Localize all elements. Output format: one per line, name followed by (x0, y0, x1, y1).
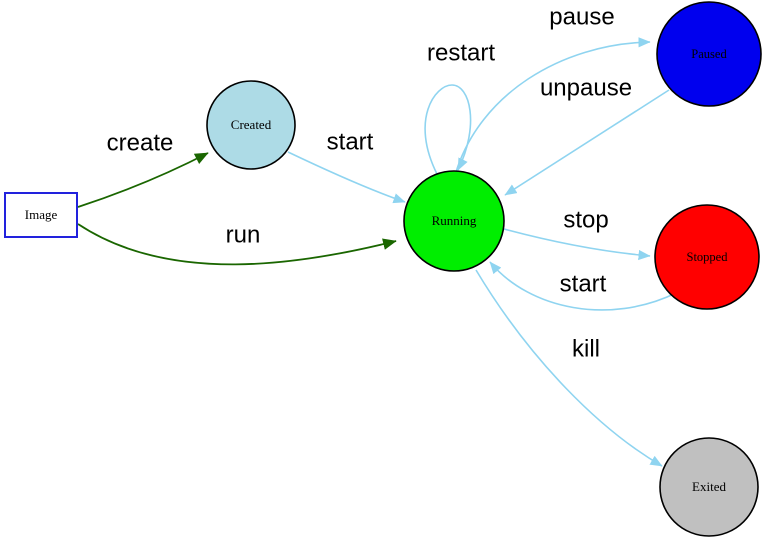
edge-restart (424, 84, 472, 175)
edges-layer (77, 37, 677, 467)
node-shape-stopped (654, 204, 760, 310)
edge-label-pause: pause (549, 3, 614, 30)
edge-label-start-created: start (327, 128, 374, 155)
edge-stop (503, 228, 651, 261)
node-image[interactable]: Image (4, 192, 78, 238)
node-running[interactable]: Running (403, 170, 505, 272)
edge-create (77, 152, 209, 208)
node-shape-created (206, 80, 296, 170)
node-label-running: Running (432, 213, 477, 228)
edge-label-restart: restart (427, 39, 495, 66)
node-paused[interactable]: Paused (656, 1, 762, 107)
edge-label-create: create (107, 129, 174, 156)
node-stopped[interactable]: Stopped (654, 204, 760, 310)
node-label-paused: Paused (691, 47, 727, 61)
node-shape-exited (659, 437, 759, 537)
edge-start-created (287, 151, 406, 204)
node-shape-running (403, 170, 505, 272)
node-created[interactable]: Created (206, 80, 296, 170)
node-label-created: Created (231, 117, 272, 132)
edge-pause (455, 37, 651, 173)
edge-label-start-stopped: start (560, 270, 607, 297)
edge-label-stop: stop (563, 206, 608, 233)
edge-label-run: run (226, 221, 261, 248)
node-exited[interactable]: Exited (659, 437, 759, 537)
edge-start-stopped (489, 261, 677, 311)
edge-label-unpause: unpause (540, 74, 632, 101)
edge-unpause (504, 89, 670, 196)
edge-labels-layer: create run start restart pause unpause stop sta… (107, 3, 632, 362)
edge-label-kill: kill (572, 335, 600, 362)
node-shape-paused (656, 1, 762, 107)
edge-run (77, 223, 397, 266)
node-shape-image (4, 192, 78, 238)
node-label-stopped: Stopped (687, 250, 729, 264)
node-label-image: Image (25, 207, 58, 222)
edge-kill (475, 269, 663, 467)
node-label-exited: Exited (692, 479, 726, 494)
